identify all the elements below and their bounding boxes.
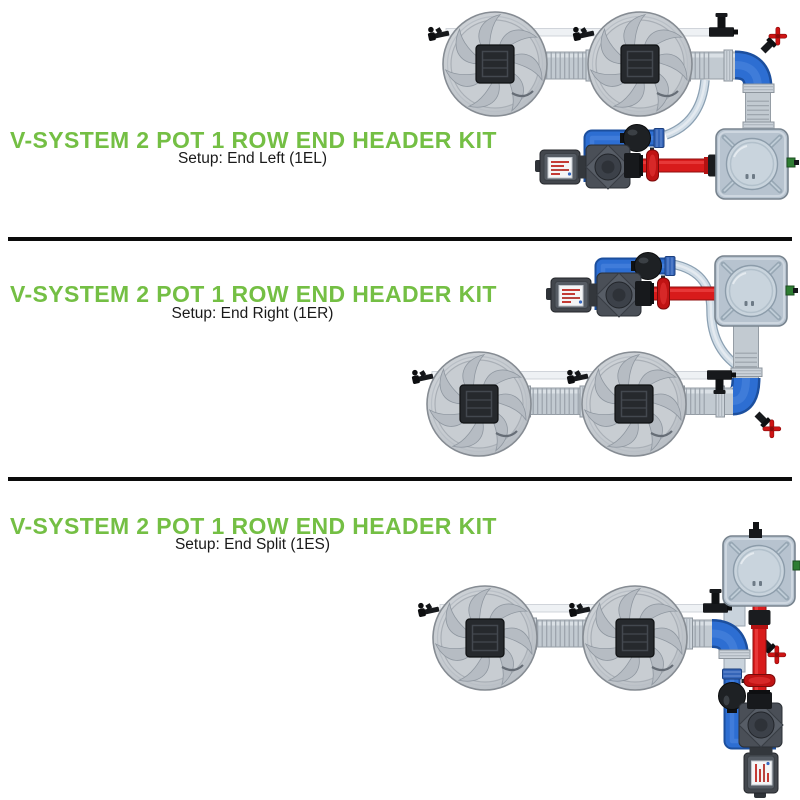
grow-pot <box>443 12 547 116</box>
end-left-1el-diagram <box>426 12 799 199</box>
red-shutoff-valve <box>751 408 784 441</box>
drain-hose <box>670 259 747 375</box>
grow-pot <box>583 586 687 690</box>
reservoir-tank <box>716 129 799 199</box>
pump-assembly <box>535 125 728 190</box>
kit-title: V-SYSTEM 2 POT 1 ROW END HEADER KIT <box>10 513 497 539</box>
end-right-1er-diagram <box>410 253 798 457</box>
kit-title: V-SYSTEM 2 POT 1 ROW END HEADER KIT <box>10 127 497 153</box>
grow-pot <box>427 352 531 456</box>
reservoir-tank <box>715 256 798 326</box>
setup-label: Setup: End Split (1ES) <box>174 536 331 553</box>
air-line-tee <box>709 13 738 37</box>
drain-hose <box>664 79 710 140</box>
panel-divider <box>8 237 792 241</box>
panel-divider <box>8 477 792 481</box>
pipe-clamp <box>718 649 751 659</box>
black-drip-valve <box>426 23 450 42</box>
black-drip-valve <box>410 366 434 385</box>
setup-label: Setup: End Right (1ER) <box>171 305 334 322</box>
tank-drop-pipe <box>730 321 763 381</box>
tank-drop-pipe <box>742 83 775 131</box>
grow-pot <box>588 12 692 116</box>
grow-pot <box>433 586 537 690</box>
setup-label: Setup: End Left (1EL) <box>177 150 328 167</box>
red-shutoff-valve <box>757 24 790 57</box>
black-drip-valve <box>416 599 440 618</box>
kit-title: V-SYSTEM 2 POT 1 ROW END HEADER KIT <box>10 281 497 307</box>
end-split-1es-diagram <box>416 522 800 798</box>
grow-pot <box>582 352 686 456</box>
blue-elbow <box>729 377 761 416</box>
reservoir-tank <box>723 522 800 606</box>
